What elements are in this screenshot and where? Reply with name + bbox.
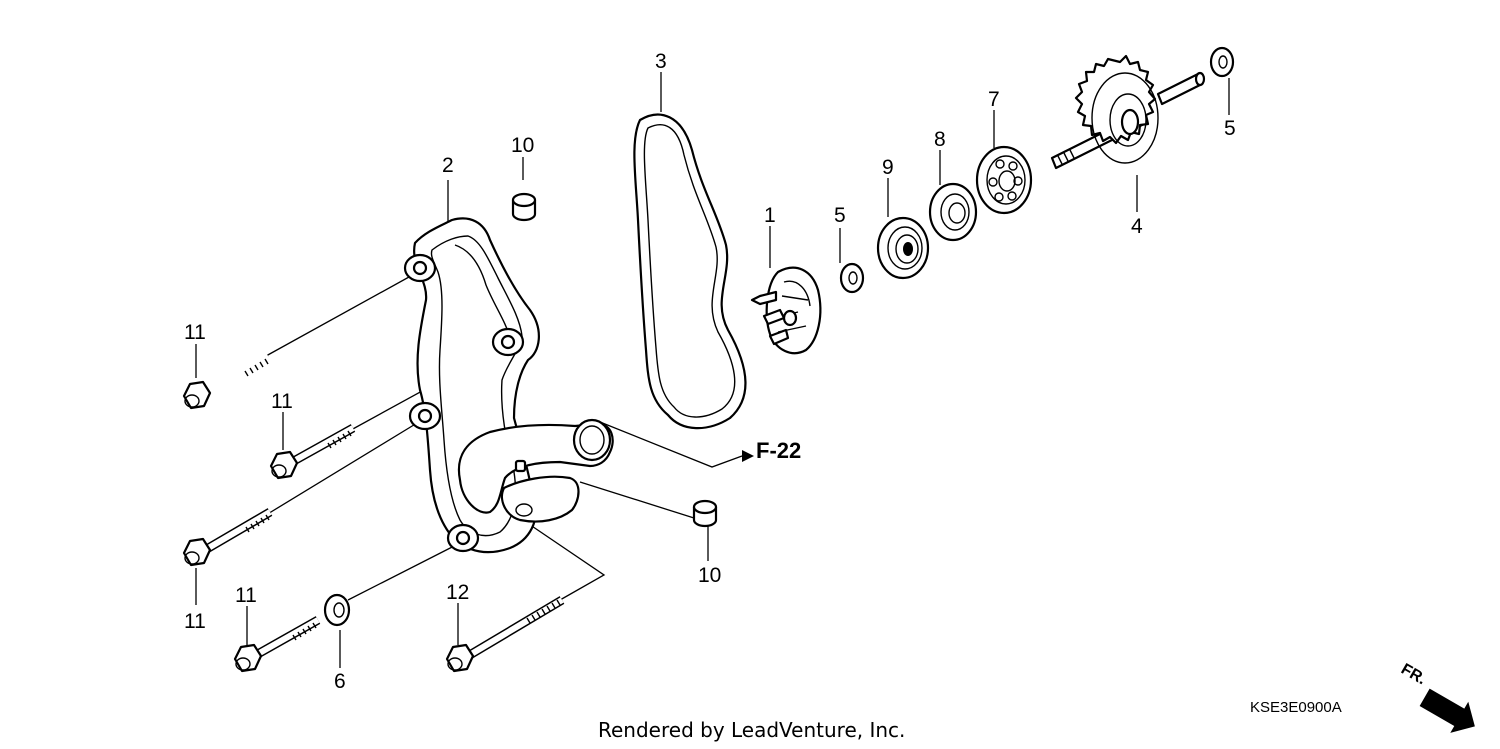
callout-11a: 11 bbox=[184, 321, 206, 344]
front-direction-arrow-icon bbox=[1419, 688, 1475, 733]
washer-5-b bbox=[1209, 46, 1235, 78]
callout-9: 9 bbox=[882, 156, 894, 179]
callout-3: 3 bbox=[655, 50, 667, 73]
pump-cover-2 bbox=[403, 217, 614, 554]
front-indicator-label: FR. bbox=[1398, 661, 1429, 689]
callout-10a: 10 bbox=[511, 134, 534, 157]
washer-5-a bbox=[839, 262, 865, 294]
callout-1: 1 bbox=[764, 204, 776, 227]
callout-6: 6 bbox=[334, 670, 346, 693]
credit-line: Rendered by LeadVenture, Inc. bbox=[598, 718, 905, 742]
washer-6 bbox=[323, 593, 351, 627]
callout-8: 8 bbox=[934, 128, 946, 151]
collar-10-lower bbox=[692, 499, 718, 528]
pump-shaft-4 bbox=[1050, 54, 1206, 170]
oil-seal-8 bbox=[928, 182, 978, 242]
callout-11b: 11 bbox=[271, 390, 293, 413]
callout-4: 4 bbox=[1131, 215, 1143, 238]
callout-2: 2 bbox=[442, 154, 454, 177]
bolt-11-a bbox=[182, 353, 270, 410]
callout-10b: 10 bbox=[698, 564, 721, 587]
gasket-3 bbox=[633, 113, 747, 430]
bolt-11-c bbox=[182, 508, 273, 567]
callout-5a: 5 bbox=[834, 204, 846, 227]
bolt-12 bbox=[445, 596, 565, 673]
callout-11c: 11 bbox=[184, 610, 206, 633]
bearing-7 bbox=[975, 145, 1033, 215]
seal-9 bbox=[876, 216, 930, 280]
leader-lines bbox=[195, 72, 1230, 668]
callout-5b: 5 bbox=[1224, 117, 1236, 140]
reference-arrow bbox=[742, 450, 754, 462]
bolt-11-d bbox=[233, 616, 321, 673]
impeller-1 bbox=[750, 266, 822, 355]
collar-10-upper bbox=[511, 192, 537, 222]
callout-12: 12 bbox=[446, 581, 469, 604]
callout-11d: 11 bbox=[235, 584, 257, 607]
callout-7: 7 bbox=[988, 88, 1000, 111]
bolt-11-b bbox=[269, 424, 356, 480]
reference-label: F-22 bbox=[756, 438, 801, 463]
diagram-code: KSE3E0900A bbox=[1250, 699, 1342, 716]
